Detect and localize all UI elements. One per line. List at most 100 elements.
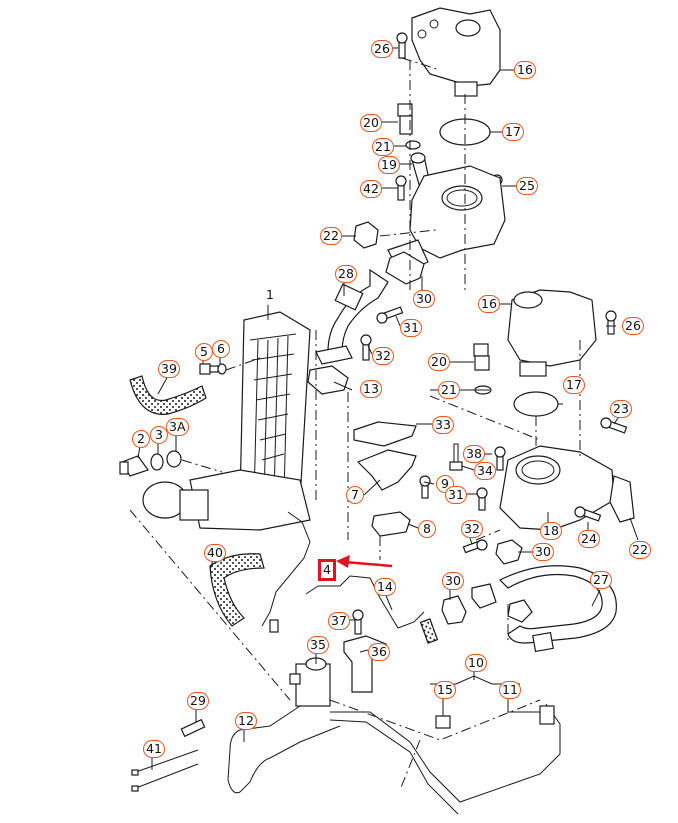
callout-40[interactable]: 40 <box>204 544 226 562</box>
callout-3a[interactable]: 3A <box>166 418 189 436</box>
callout-38[interactable]: 38 <box>463 445 485 463</box>
callout-1[interactable]: 1 <box>261 287 279 305</box>
callout-2[interactable]: 2 <box>132 430 150 448</box>
callout-42[interactable]: 42 <box>360 180 382 198</box>
gasket-30-lower <box>495 539 523 565</box>
hose-40 <box>209 553 265 627</box>
gasket-30-upper <box>385 251 425 285</box>
callout-18[interactable]: 18 <box>540 522 562 540</box>
callout-23[interactable]: 23 <box>610 400 632 418</box>
bolt-37 <box>352 609 364 635</box>
callout-6[interactable]: 6 <box>212 340 230 358</box>
callout-32-lower[interactable]: 32 <box>461 520 483 538</box>
bolt-23 <box>600 417 628 434</box>
callout-37[interactable]: 37 <box>328 612 350 630</box>
callout-31-lower[interactable]: 31 <box>445 486 467 504</box>
callout-8[interactable]: 8 <box>418 520 436 538</box>
gasket-13 <box>307 365 349 395</box>
callout-29[interactable]: 29 <box>187 692 209 710</box>
callout-12[interactable]: 12 <box>235 712 257 730</box>
callout-5[interactable]: 5 <box>195 343 213 361</box>
part-29 <box>180 718 206 738</box>
o-ring-17-lower <box>513 391 559 417</box>
callout-15[interactable]: 15 <box>434 681 456 699</box>
o-ring-3a <box>166 450 182 468</box>
egr-housing-lower <box>499 445 635 531</box>
bolt-42 <box>395 175 407 201</box>
gasket-33 <box>353 421 417 447</box>
bolt-31-lower <box>476 487 488 511</box>
callout-33[interactable]: 33 <box>432 416 454 434</box>
callout-20[interactable]: 20 <box>360 114 382 132</box>
callout-14[interactable]: 14 <box>374 578 396 596</box>
egr-valve-upper <box>411 7 501 97</box>
temperature-sensor-4 <box>261 511 311 633</box>
callout-25[interactable]: 25 <box>516 177 538 195</box>
clip-15 <box>435 715 451 729</box>
callout-17-lower[interactable]: 17 <box>563 376 585 394</box>
actuator-left <box>142 481 209 521</box>
highlight-arrow <box>336 555 393 568</box>
callout-20-lower[interactable]: 20 <box>428 353 450 371</box>
callout-27[interactable]: 27 <box>590 571 612 589</box>
callout-21[interactable]: 21 <box>372 138 394 156</box>
callout-16[interactable]: 16 <box>514 61 536 79</box>
callout-26-lower[interactable]: 26 <box>622 317 644 335</box>
fitting-2 <box>119 455 149 477</box>
egr-valve-lower <box>507 289 597 377</box>
callout-3[interactable]: 3 <box>150 426 168 444</box>
bolt-9 <box>419 475 431 499</box>
bolt-26-lower <box>605 310 617 335</box>
callout-35[interactable]: 35 <box>307 636 329 654</box>
callout-13[interactable]: 13 <box>360 380 382 398</box>
bolt-24 <box>574 506 602 522</box>
nut-34 <box>449 443 463 471</box>
callout-4-highlighted[interactable]: 4 <box>318 559 336 581</box>
callout-41[interactable]: 41 <box>143 740 165 758</box>
callout-34[interactable]: 34 <box>474 462 496 480</box>
cable-ties-41 <box>131 749 199 792</box>
sensor-20-upper <box>397 103 413 135</box>
callout-30-lower[interactable]: 30 <box>532 543 554 561</box>
bolt-38 <box>494 446 506 471</box>
bolt-32-lower <box>462 539 488 554</box>
washer-6 <box>217 363 227 375</box>
gasket-30-pipe <box>441 595 467 625</box>
pipe-28 <box>315 268 389 365</box>
bolt-26-upper <box>396 32 408 59</box>
callout-30[interactable]: 30 <box>413 290 435 308</box>
callout-22-lower[interactable]: 22 <box>629 541 651 559</box>
callout-39[interactable]: 39 <box>158 360 180 378</box>
callout-10[interactable]: 10 <box>465 654 487 672</box>
hose-39 <box>129 375 207 415</box>
callout-24[interactable]: 24 <box>578 530 600 548</box>
vacuum-hoses-12 <box>227 703 561 815</box>
o-ring-3 <box>150 453 164 471</box>
callout-16-lower[interactable]: 16 <box>478 295 500 313</box>
callout-36[interactable]: 36 <box>368 643 390 661</box>
flange-pipe <box>471 583 497 609</box>
callout-32[interactable]: 32 <box>372 347 394 365</box>
egr-cooler-1 <box>189 311 311 531</box>
bolt-32-upper <box>360 334 372 361</box>
callout-31[interactable]: 31 <box>400 319 422 337</box>
callout-11[interactable]: 11 <box>499 681 521 699</box>
callout-17[interactable]: 17 <box>502 123 524 141</box>
callout-28[interactable]: 28 <box>335 265 357 283</box>
flange-7 <box>356 449 417 491</box>
bolt-31-upper <box>376 306 404 324</box>
callout-21-lower[interactable]: 21 <box>438 381 460 399</box>
connector-11 <box>539 705 555 725</box>
callout-22[interactable]: 22 <box>320 227 342 245</box>
callout-30-pipe[interactable]: 30 <box>442 572 464 590</box>
gasket-22-upper <box>353 221 379 249</box>
o-ring-21-upper <box>405 140 421 150</box>
callout-7[interactable]: 7 <box>346 486 364 504</box>
temperature-sensor-14 <box>305 575 439 644</box>
callout-26[interactable]: 26 <box>371 40 393 58</box>
callout-19[interactable]: 19 <box>378 156 400 174</box>
assembly-lines <box>129 57 581 791</box>
pressure-converter-35 <box>289 657 331 707</box>
